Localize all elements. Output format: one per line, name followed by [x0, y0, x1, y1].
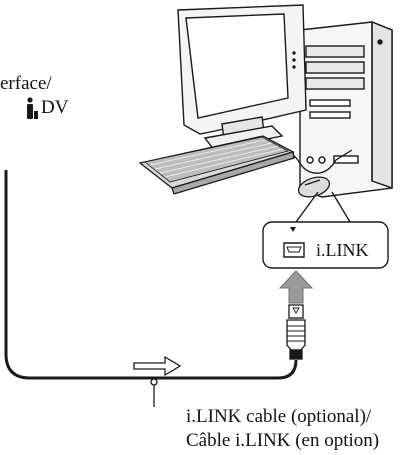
- i-link-cable: [4, 170, 298, 380]
- interface-label: erface/: [0, 73, 52, 94]
- keyboard: [138, 135, 295, 195]
- cable-plug: [286, 304, 306, 360]
- computer-tower: [299, 20, 393, 198]
- mouse: [292, 149, 353, 198]
- i-link-symbol-icon: [27, 97, 38, 119]
- signal-direction-arrow-icon: [133, 355, 182, 377]
- dv-label: DV: [41, 97, 69, 118]
- monitor: [177, 4, 307, 151]
- plug-insert-arrow-icon: [278, 270, 314, 304]
- triangle-marker-icon: [290, 227, 296, 232]
- cable-label-line-2: Câble i.LINK (en option): [186, 430, 380, 451]
- i-link-port-icon: [283, 242, 305, 258]
- cable-label-line-1: i.LINK cable (optional)/: [186, 406, 372, 427]
- i-link-port-label: i.LINK: [316, 240, 369, 260]
